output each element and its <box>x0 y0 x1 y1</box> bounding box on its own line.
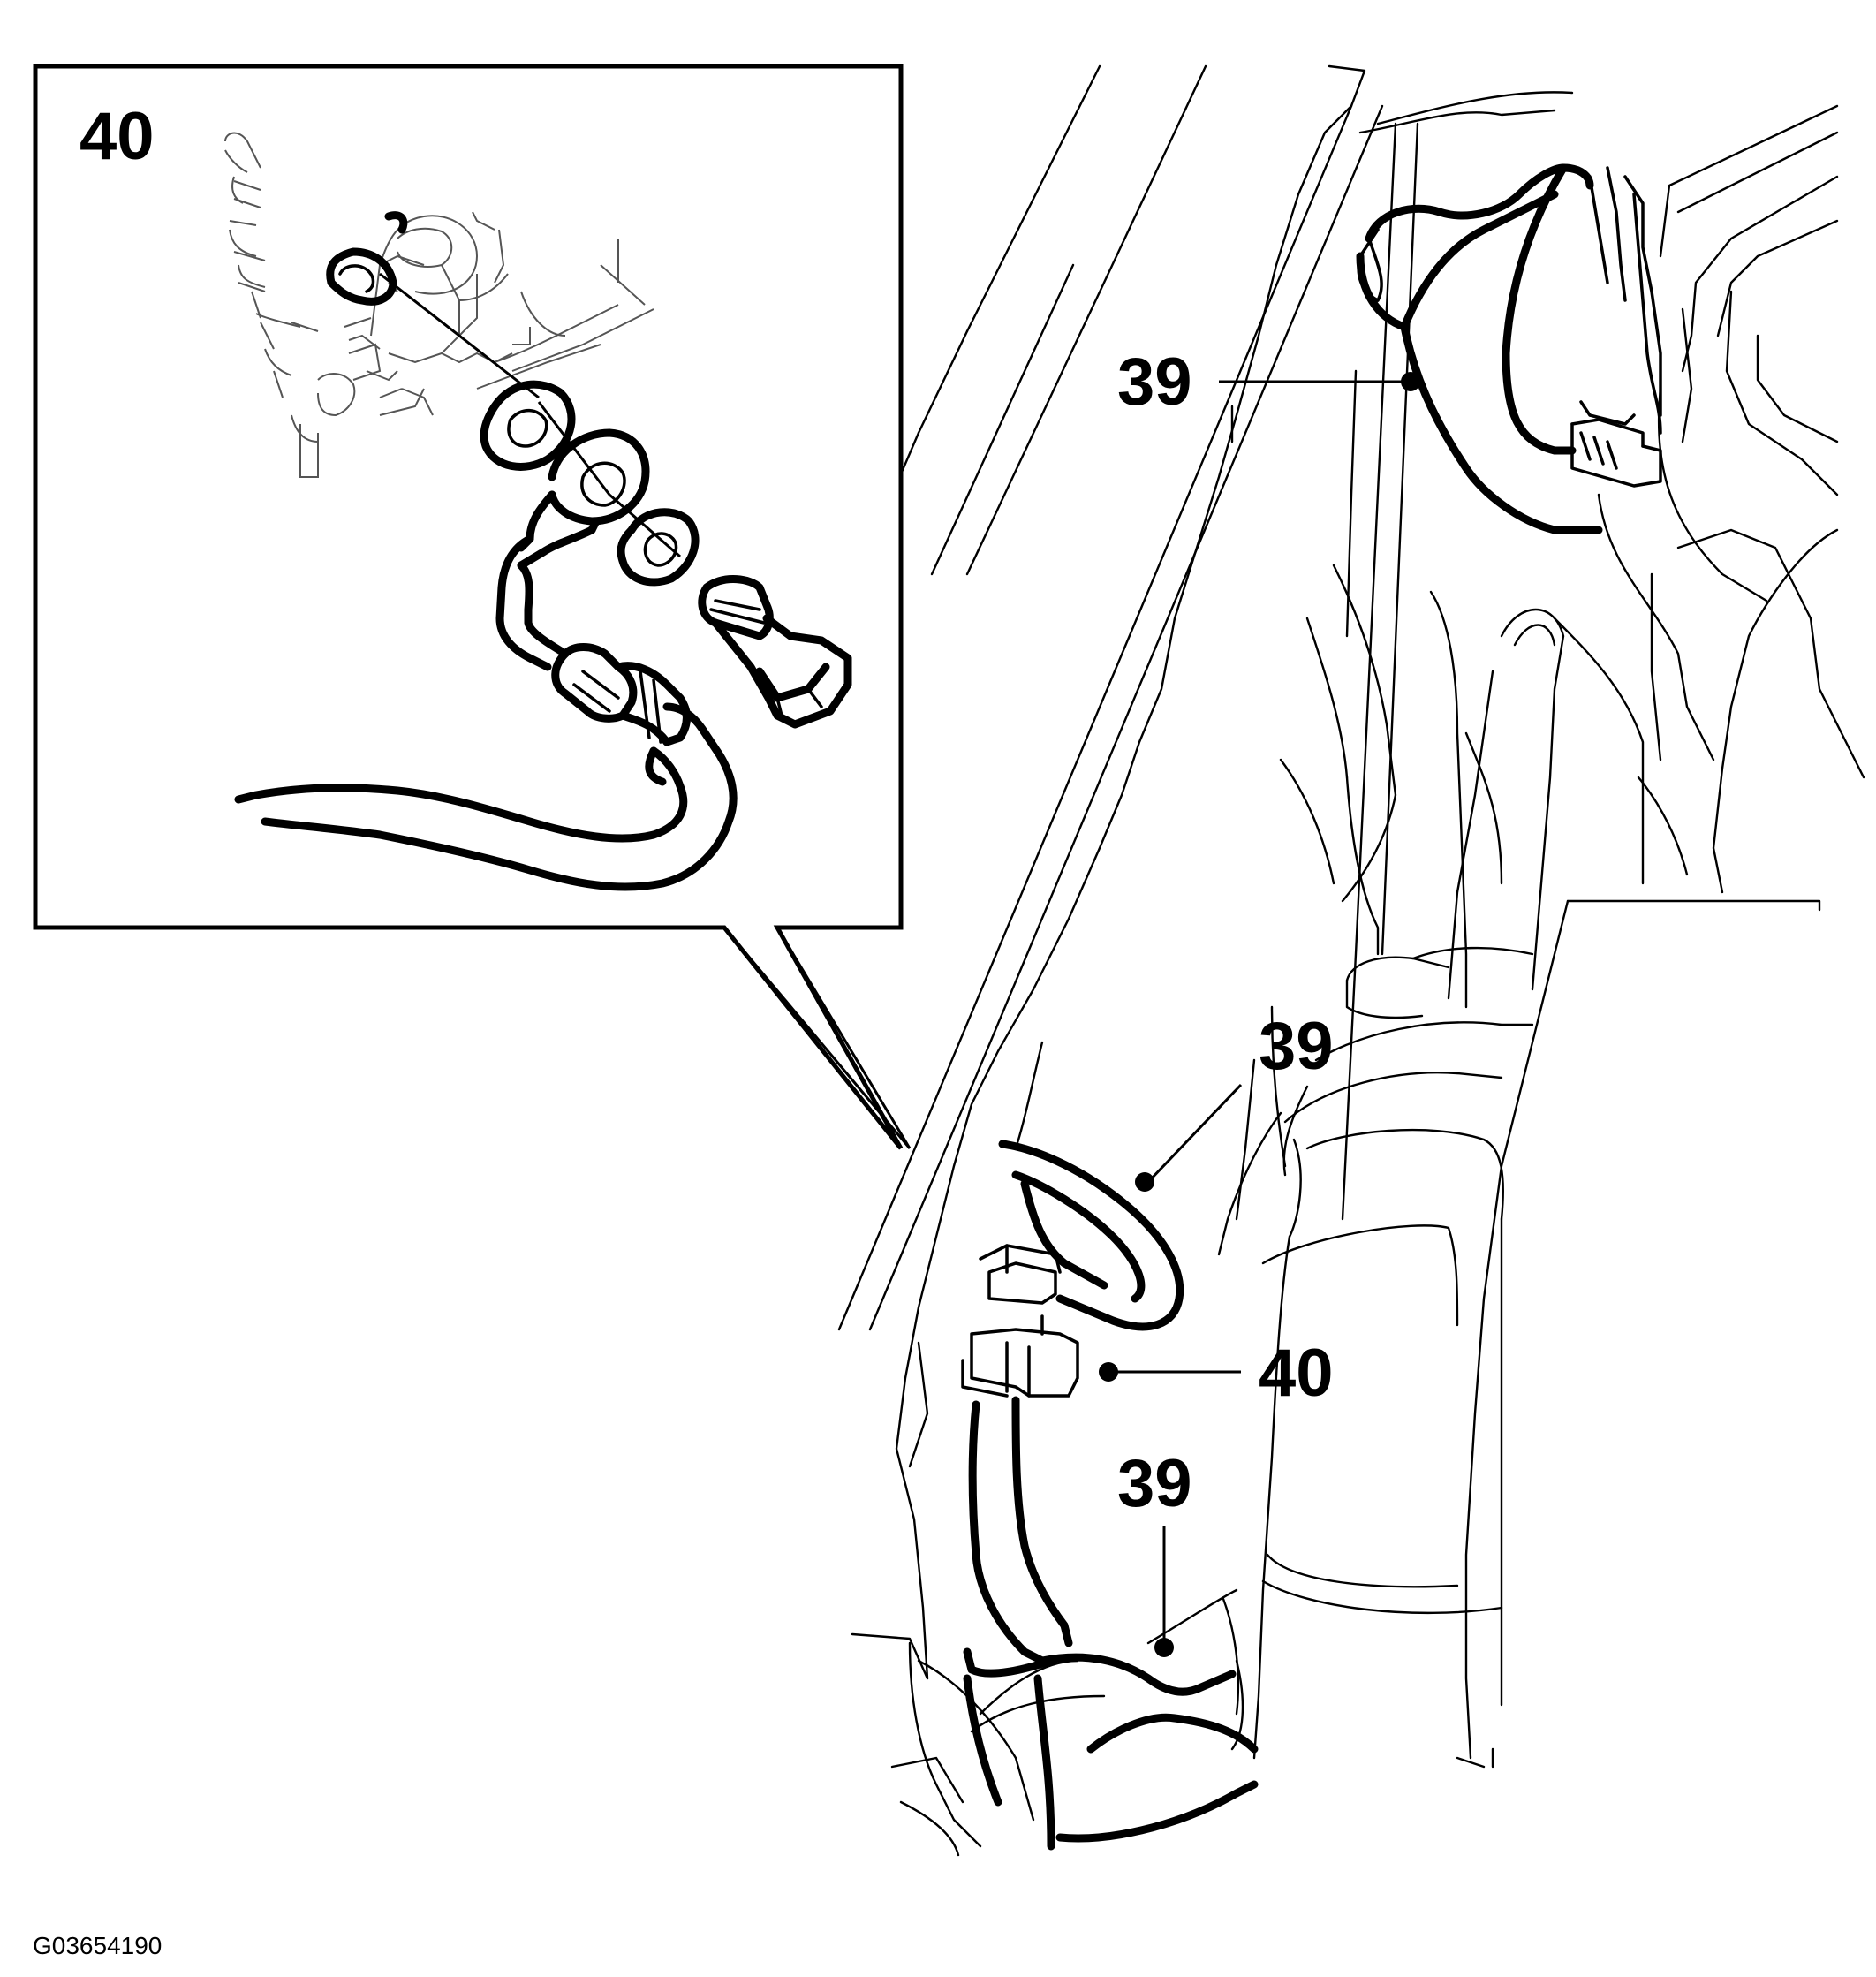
component-housing-sketch <box>224 132 654 478</box>
callout-39-bottom-group: 39 <box>1117 1446 1192 1657</box>
callout-39-mid: 39 <box>1259 1009 1334 1084</box>
fitting-exploded-view <box>234 211 852 891</box>
callout-39-top-group: 39 <box>1117 345 1420 420</box>
callout-39-mid-group: 39 <box>1135 1009 1334 1192</box>
figure-id: G03654190 <box>33 1932 162 1959</box>
engine-bay-drawing <box>837 64 1865 1857</box>
callout-40-group: 40 <box>1099 1336 1334 1411</box>
inset-label: 40 <box>79 99 155 174</box>
callout-39-bottom: 39 <box>1117 1446 1192 1521</box>
callout-40: 40 <box>1259 1336 1334 1411</box>
detail-inset: 40 <box>33 64 912 1150</box>
callout-39-top: 39 <box>1117 345 1192 420</box>
